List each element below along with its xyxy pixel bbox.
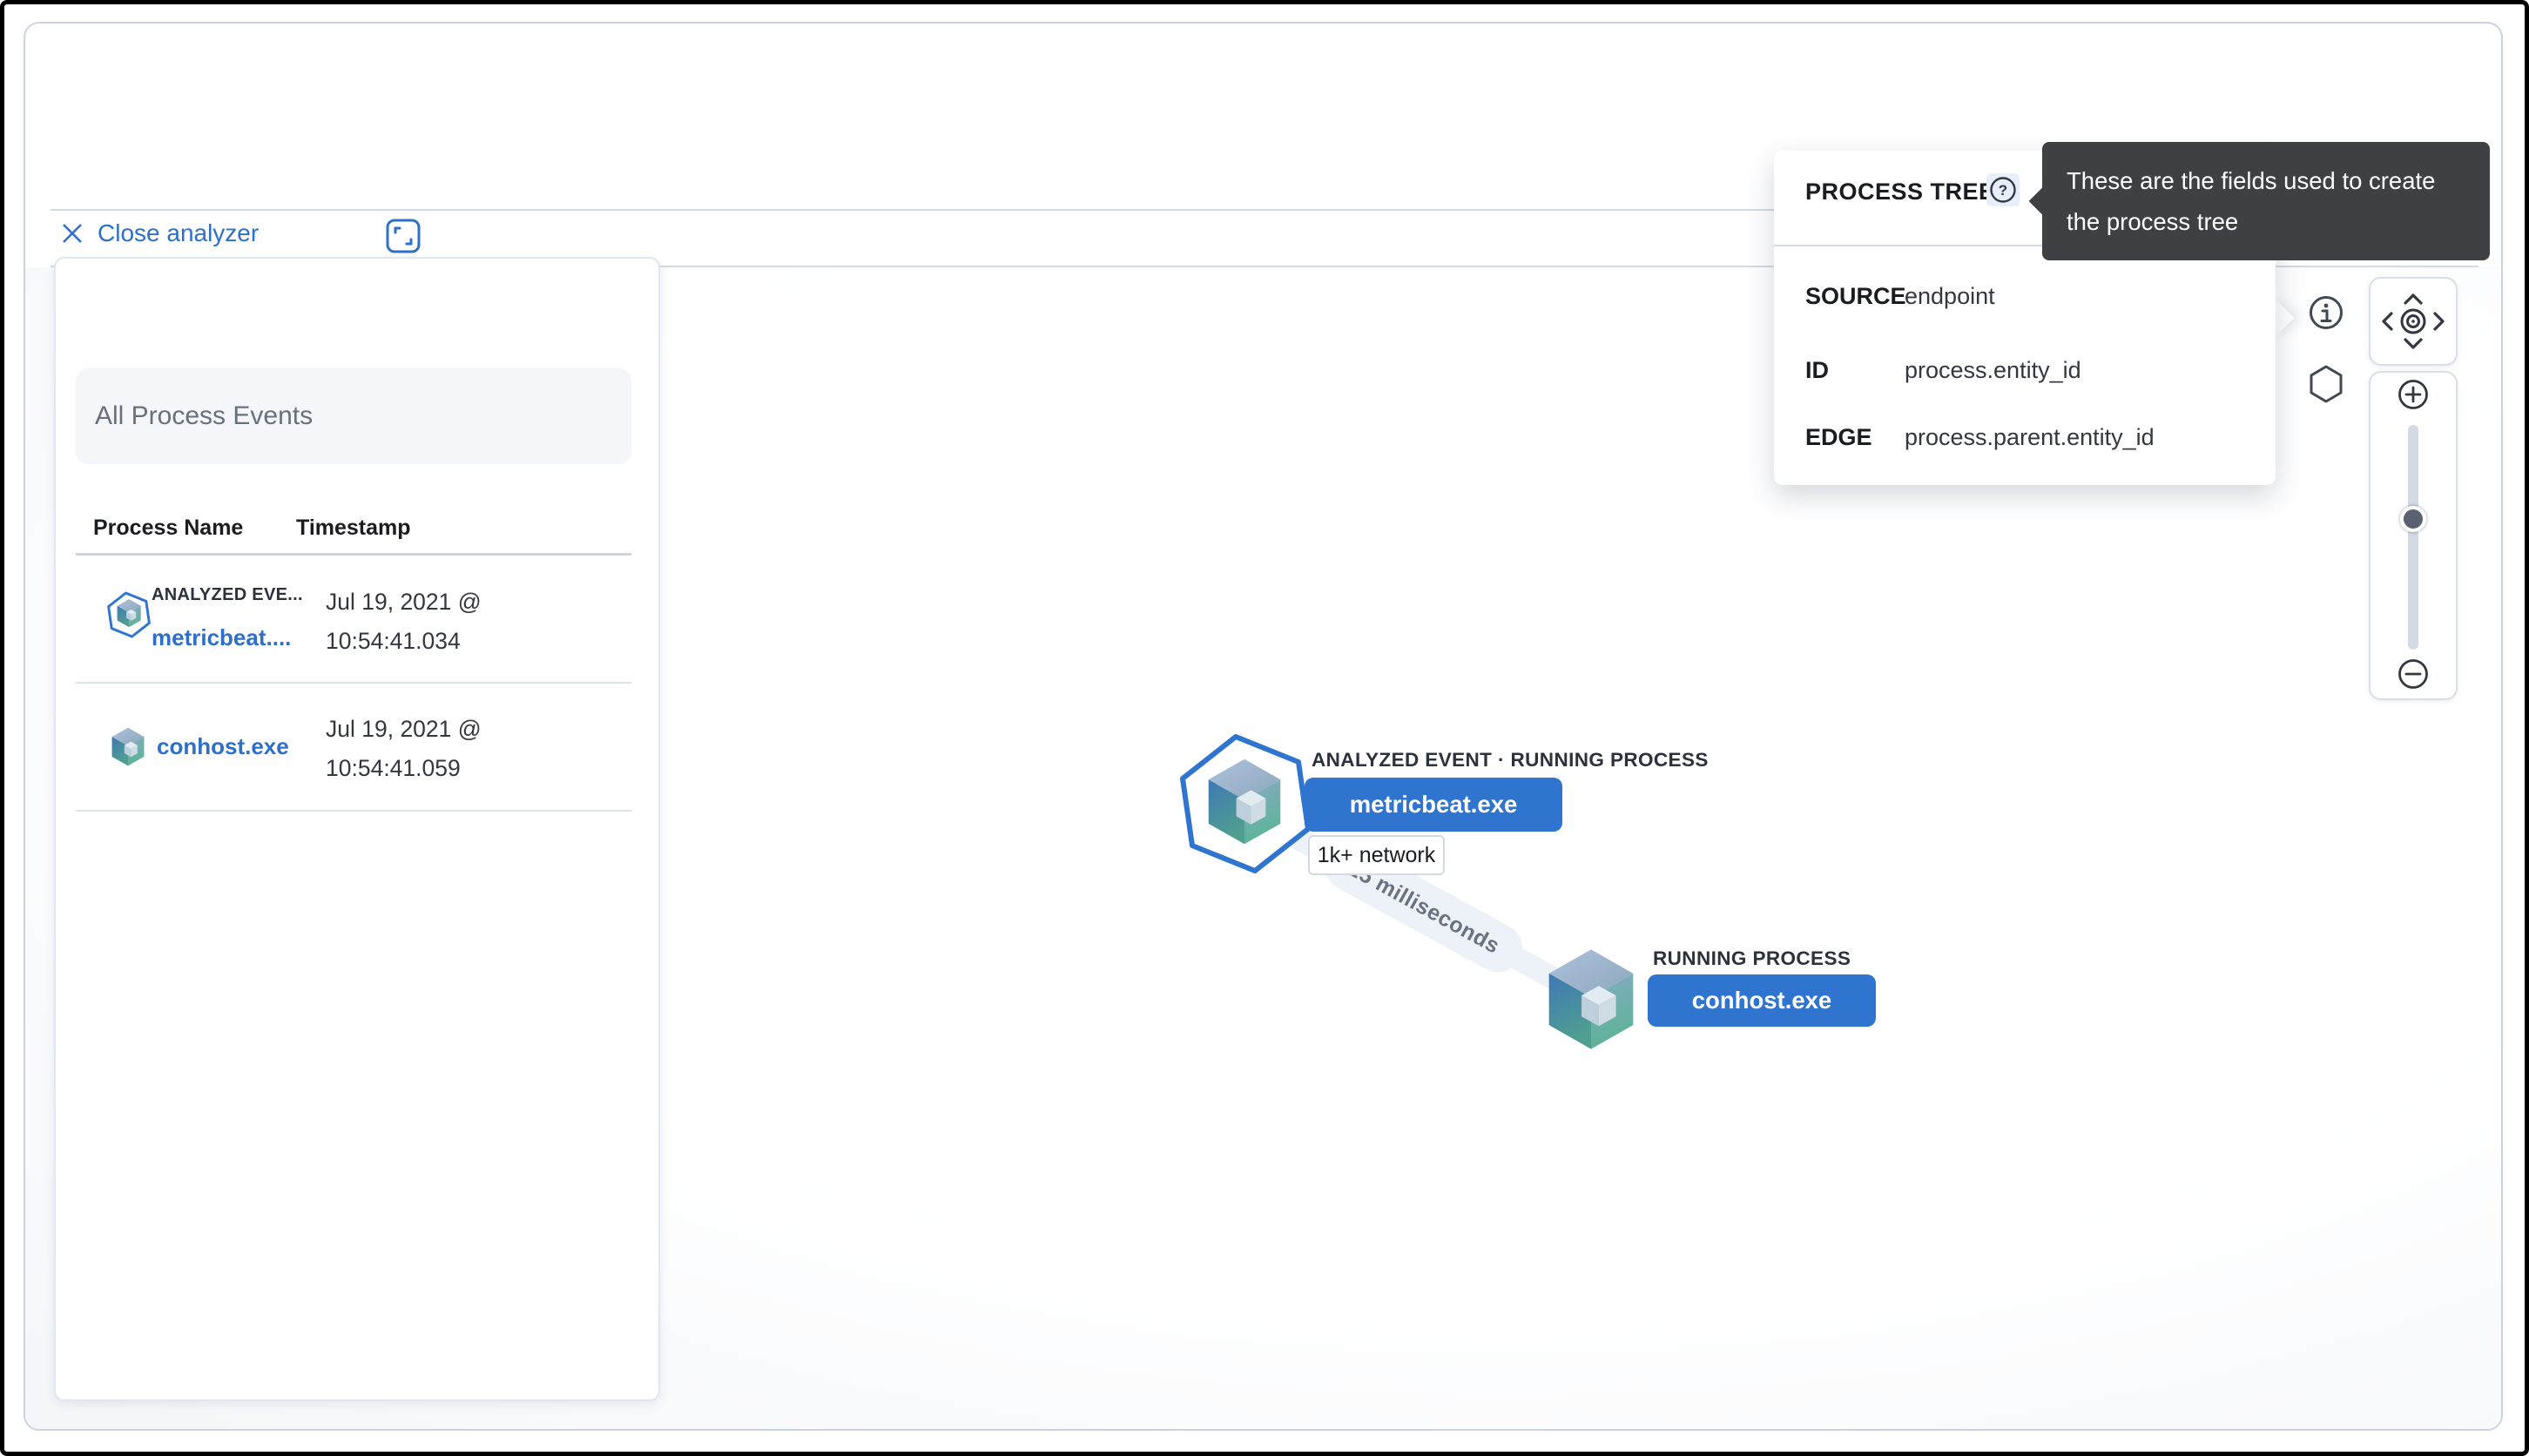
help-button[interactable]: ?	[1986, 173, 2020, 206]
event-badge: ANALYZED EVE...	[152, 585, 303, 604]
field-value: process.parent.entity_id	[1905, 424, 2155, 450]
process-node-button[interactable]: metricbeat.exe	[1305, 778, 1562, 832]
field-value: process.entity_id	[1905, 357, 2081, 383]
toolbar-divider	[51, 266, 2478, 267]
node-type-label: RUNNING PROCESS	[1653, 947, 1851, 969]
zoom-slider-thumb[interactable]	[2400, 506, 2426, 532]
zoom-in-button[interactable]	[2397, 379, 2429, 410]
process-cube-icon	[110, 726, 146, 767]
pan-down-button[interactable]	[2404, 338, 2423, 349]
process-name-link[interactable]: conhost.exe	[157, 733, 289, 759]
popover-divider	[1774, 245, 2276, 246]
timestamp-cell: Jul 19, 2021 @ 10:54:41.034	[326, 589, 482, 654]
info-icon	[2310, 296, 2343, 329]
row-divider	[76, 810, 631, 812]
row-divider	[76, 682, 631, 684]
schema-info-button[interactable]	[2308, 294, 2344, 331]
field-label: SOURCE	[1805, 283, 1906, 309]
svg-text:?: ?	[1999, 182, 2007, 199]
process-events-panel: All Process Events Process Name Timestam…	[54, 257, 660, 1401]
top-divider	[51, 209, 2478, 211]
column-header-timestamp: Timestamp	[296, 516, 411, 540]
nodes-legend-button[interactable]	[2308, 364, 2344, 404]
popover-title: PROCESS TREE	[1805, 179, 1995, 205]
hexagon-icon	[2310, 365, 2343, 403]
zoom-slider-track[interactable]	[2408, 425, 2418, 650]
close-analyzer-button[interactable]: Close analyzer	[61, 219, 259, 247]
minus-icon	[2398, 659, 2428, 689]
zoom-out-button[interactable]	[2397, 658, 2429, 690]
field-value: endpoint	[1905, 283, 1995, 309]
event-filter-label: All Process Events	[95, 401, 314, 430]
graph-pan-controls	[2369, 277, 2458, 366]
process-cube-ringed-icon	[106, 590, 152, 639]
column-header-process-name: Process Name	[93, 516, 244, 540]
process-node-cube-icon[interactable]	[1543, 946, 1639, 1053]
close-analyzer-label: Close analyzer	[98, 219, 260, 246]
process-name-link[interactable]: metricbeat....	[152, 624, 292, 650]
fullscreen-icon	[386, 219, 421, 253]
field-label: ID	[1805, 357, 1829, 383]
event-filter-select[interactable]: All Process Events	[76, 368, 631, 464]
field-label: EDGE	[1805, 424, 1872, 450]
pan-right-button[interactable]	[2433, 312, 2445, 331]
process-node-button-label: conhost.exe	[1691, 987, 1832, 1014]
node-type-label: ANALYZED EVENT · RUNNING PROCESS	[1312, 749, 1709, 771]
help-tooltip: These are the fields used to create the …	[2042, 142, 2490, 260]
plus-icon	[2398, 380, 2428, 409]
question-in-circle-icon: ?	[1990, 177, 2016, 203]
process-node-cube-icon[interactable]	[1204, 756, 1285, 847]
center-graph-button[interactable]	[2400, 308, 2426, 334]
pan-left-button[interactable]	[2382, 312, 2393, 331]
network-count-pill[interactable]: 1k+ network	[1308, 835, 1445, 875]
table-header-divider	[76, 553, 631, 556]
process-node-button[interactable]: conhost.exe	[1648, 974, 1876, 1027]
timestamp-cell: Jul 19, 2021 @ 10:54:41.059	[326, 716, 482, 781]
process-node-button-label: metricbeat.exe	[1349, 791, 1518, 818]
close-icon	[63, 224, 82, 243]
network-count-label: 1k+ network	[1317, 842, 1436, 867]
pan-up-button[interactable]	[2404, 293, 2423, 305]
fullscreen-button[interactable]	[385, 218, 422, 254]
